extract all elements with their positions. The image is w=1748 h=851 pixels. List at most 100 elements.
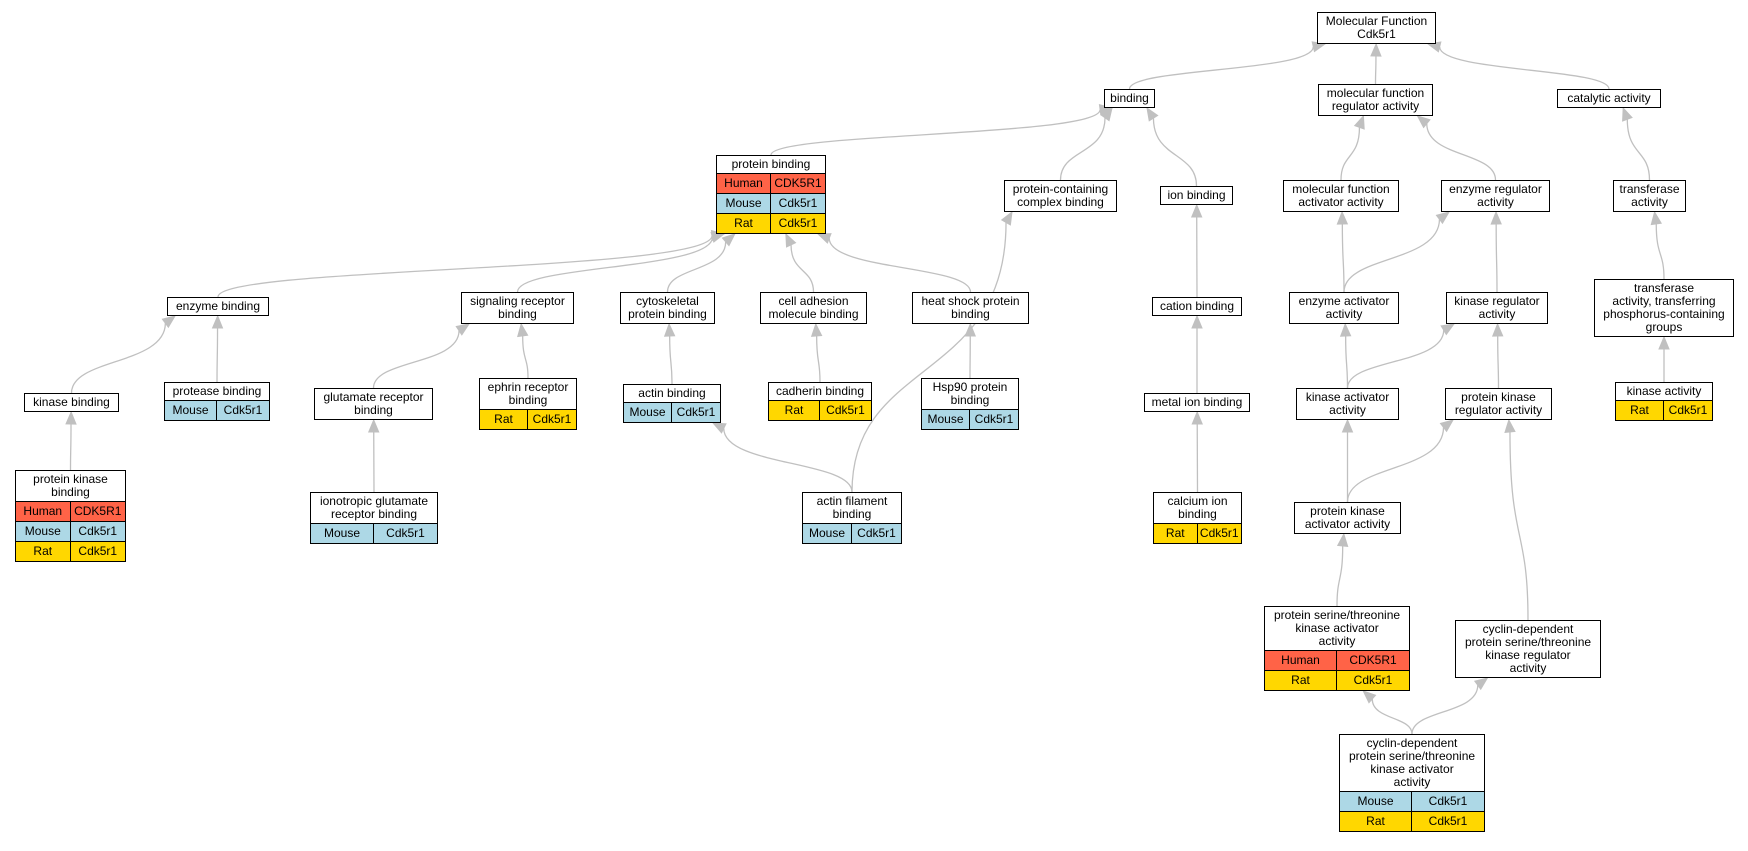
go-term-kinreg[interactable]: kinase regulator activity [1446, 292, 1548, 324]
arrowhead [517, 322, 529, 338]
gene-cell: Cdk5r1 [78, 544, 118, 558]
arrowhead [1370, 42, 1382, 57]
go-term-pkact[interactable]: protein kinase activator activity [1294, 502, 1401, 534]
go-term-glur[interactable]: glutamate receptor binding [314, 388, 433, 420]
go-term-srb[interactable]: signaling receptor binding [461, 292, 574, 324]
gene-cell: CDK5R1 [1349, 653, 1397, 667]
gene-cell: Cdk5r1 [1668, 403, 1708, 417]
species-cell: Rat [1154, 524, 1198, 543]
species-cell: Mouse [165, 401, 217, 420]
term-label: cation binding [1159, 299, 1235, 313]
go-term-pcb[interactable]: protein-containing complex binding [1004, 180, 1117, 212]
go-term-transferase[interactable]: transferase activity [1613, 180, 1686, 212]
go-term-kinact[interactable]: kinase activator activity [1296, 388, 1399, 420]
term-label: ionotropic glutamate receptor binding [319, 494, 429, 521]
edge-enzact-to-mfact [1341, 223, 1345, 293]
arrowhead [1490, 210, 1502, 225]
go-term-enzact[interactable]: enzyme activator activity [1289, 292, 1399, 324]
species-cell: Rat [1265, 671, 1337, 690]
gene-cell: Cdk5r1 [532, 412, 572, 426]
annotation-row: Mouse Cdk5r1 [165, 400, 269, 420]
arrowhead [810, 322, 823, 337]
species-cell: Mouse [1340, 792, 1412, 811]
term-label: Molecular Function Cdk5r1 [1325, 14, 1428, 41]
arrowhead [1336, 210, 1349, 225]
gene-cell: Cdk5r1 [78, 524, 118, 538]
term-label: heat shock protein binding [921, 294, 1020, 321]
term-label: protein kinase binding [33, 472, 108, 499]
arrowhead [1440, 323, 1456, 336]
go-term-binding[interactable]: binding [1104, 89, 1155, 108]
arrowhead [1100, 106, 1113, 122]
go-term-enzyme-binding[interactable]: enzyme binding [167, 297, 269, 316]
arrowhead [816, 233, 832, 244]
arrowhead [785, 232, 797, 248]
arrowhead [1339, 322, 1352, 337]
go-term-hsp[interactable]: heat shock protein binding [912, 292, 1029, 324]
go-term-ion-binding[interactable]: ion binding [1160, 186, 1233, 205]
term-label: kinase activator activity [1305, 390, 1390, 417]
term-label: transferase activity [1619, 182, 1680, 209]
go-term-metal[interactable]: metal ion binding [1144, 393, 1250, 412]
edge-enzact-to-enzreg [1343, 219, 1441, 293]
go-term-cellad[interactable]: cell adhesion molecule binding [760, 292, 867, 324]
arrowhead [1336, 532, 1349, 547]
arrowhead [1362, 690, 1377, 704]
term-label: binding [1110, 91, 1149, 105]
go-term-tphos[interactable]: transferase activity, transferring phosp… [1594, 279, 1734, 337]
arrowhead [65, 410, 77, 425]
arrowhead [663, 322, 676, 337]
go-term-enzreg[interactable]: enzyme regulator activity [1441, 180, 1550, 212]
edge-actinfil-to-pcb [851, 222, 1007, 493]
edge-protease-to-enzyme_binding [216, 327, 219, 383]
term-label: protein-containing complex binding [1012, 182, 1109, 209]
go-term-kinase-binding[interactable]: kinase binding [24, 393, 119, 412]
go-term-cdpstkact[interactable]: cyclin-dependent protein serine/threonin… [1339, 734, 1485, 832]
term-label: calcium ion binding [1167, 494, 1228, 521]
arrowhead [1353, 114, 1365, 130]
go-term-cytoskel[interactable]: cytoskeletal protein binding [620, 292, 715, 324]
term-label: cytoskeletal protein binding [628, 294, 707, 321]
go-term-pstkact[interactable]: protein serine/threonine kinase activato… [1264, 606, 1410, 691]
gene-cell: Cdk5r1 [778, 196, 818, 210]
gene-cell: Cdk5r1 [223, 403, 263, 417]
go-term-cdpstkreg[interactable]: cyclin-dependent protein serine/threonin… [1455, 620, 1601, 678]
edge-cadherin-to-cellad [815, 335, 821, 383]
go-term-cation[interactable]: cation binding [1152, 297, 1242, 316]
term-label: protease binding [172, 384, 262, 398]
arrowhead [1191, 314, 1203, 329]
arrowhead [161, 315, 177, 329]
term-label: protein serine/threonine kinase activato… [1273, 608, 1401, 648]
gene-cell: Cdk5r1 [778, 216, 818, 230]
term-label: kinase activity [1626, 384, 1702, 398]
go-term-mf[interactable]: Molecular Function Cdk5r1 [1317, 12, 1436, 44]
term-label: Hsp90 protein binding [932, 380, 1008, 407]
go-term-mfreg[interactable]: molecular function regulator activity [1318, 84, 1433, 116]
go-term-pkreg[interactable]: protein kinase regulator activity [1445, 388, 1552, 420]
species-cell: Mouse [16, 522, 71, 541]
edge-pcb-to-binding [1059, 117, 1106, 181]
go-term-mfact[interactable]: molecular function activator activity [1283, 180, 1399, 212]
go-term-catalytic[interactable]: catalytic activity [1557, 89, 1661, 108]
term-label: molecular function activator activity [1292, 182, 1390, 209]
term-label: molecular function regulator activity [1326, 86, 1425, 113]
edge-enzyme_binding-to-protein_binding [217, 235, 713, 298]
